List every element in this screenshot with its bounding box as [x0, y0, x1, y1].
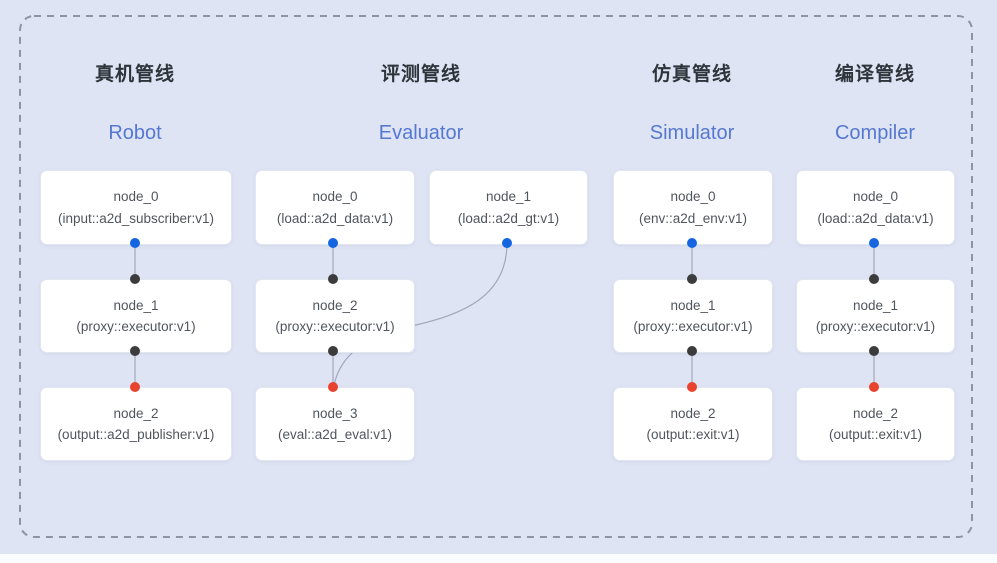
node-subtitle: (proxy::executor:v1) [815, 319, 936, 334]
node-title: node_0 [113, 189, 159, 204]
node-subtitle: (eval::a2d_eval:v1) [277, 427, 393, 442]
node-subtitle: (proxy::executor:v1) [633, 319, 753, 334]
node-box-evaluator-node_3: node_3(eval::a2d_eval:v1) [255, 387, 415, 461]
node-title: node_1 [485, 189, 532, 204]
node-box-evaluator-node_2: node_2(proxy::executor:v1) [255, 279, 415, 353]
node-subtitle: (output::exit:v1) [828, 427, 923, 442]
node-title: node_0 [312, 189, 358, 204]
node-subtitle: (output::exit:v1) [646, 427, 740, 442]
node-box-simulator-node_1: node_1(proxy::executor:v1) [613, 279, 773, 353]
node-box-robot-node_2: node_2(output::a2d_publisher:v1) [40, 387, 232, 461]
pipeline-title-zh: 编译管线 [834, 64, 915, 85]
node-title: node_1 [670, 297, 716, 313]
node-subtitle: (load::a2d_data:v1) [276, 210, 394, 226]
node-box-simulator-node_2: node_2(output::exit:v1) [613, 387, 773, 461]
node-title: node_1 [113, 297, 159, 313]
node-subtitle: (output::a2d_publisher:v1) [57, 427, 215, 442]
node-title: node_1 [852, 297, 899, 313]
node-box-compiler-node_2: node_2(output::exit:v1) [796, 387, 955, 461]
bottom-strip [0, 554, 997, 563]
node-box-evaluator-node_0: node_0(load::a2d_data:v1) [255, 170, 415, 245]
node-box-compiler-node_1: node_1(proxy::executor:v1) [796, 279, 955, 353]
node-box-evaluator-node_1: node_1(load::a2d_gt:v1) [429, 170, 588, 245]
pipeline-header-robot: 真机管线 Robot [25, 60, 245, 148]
node-box-robot-node_1: node_1(proxy::executor:v1) [40, 279, 232, 353]
node-title: node_2 [852, 405, 899, 421]
node-subtitle: (env::a2d_env:v1) [638, 210, 748, 226]
node-subtitle: (proxy::executor:v1) [76, 319, 196, 334]
node-title: node_2 [113, 405, 159, 421]
node-subtitle: (proxy::executor:v1) [275, 319, 395, 334]
node-box-simulator-node_0: node_0(env::a2d_env:v1) [613, 170, 773, 245]
node-title: node_2 [312, 297, 358, 313]
pipeline-title-en: Robot [108, 122, 162, 144]
node-title: node_0 [852, 189, 899, 204]
node-title: node_0 [670, 189, 716, 204]
node-title: node_2 [670, 405, 716, 421]
node-subtitle: (load::a2d_data:v1) [817, 210, 934, 226]
node-subtitle: (load::a2d_gt:v1) [457, 210, 560, 226]
pipeline-title-en: Compiler [834, 122, 916, 144]
pipeline-title-en: Evaluator [378, 122, 464, 144]
pipeline-title-zh: 评测管线 [380, 64, 461, 85]
pipeline-title-zh: 真机管线 [94, 64, 175, 85]
pipeline-header-evaluator: 评测管线 Evaluator [311, 60, 531, 148]
node-box-compiler-node_0: node_0(load::a2d_data:v1) [796, 170, 955, 245]
node-title: node_3 [312, 405, 358, 421]
node-subtitle: (input::a2d_subscriber:v1) [57, 210, 215, 226]
node-box-robot-node_0: node_0(input::a2d_subscriber:v1) [40, 170, 232, 245]
pipeline-header-compiler: 编译管线 Compiler [765, 60, 985, 148]
